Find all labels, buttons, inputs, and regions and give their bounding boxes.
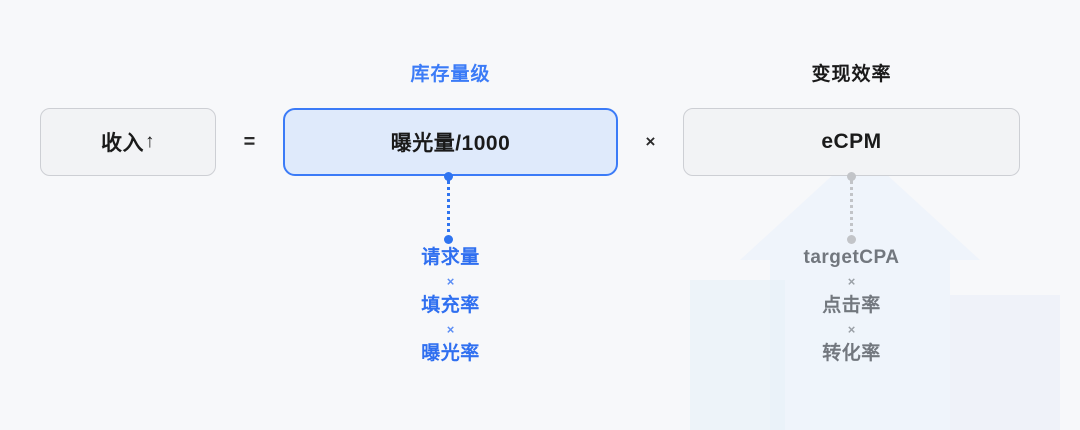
breakdown-item-target-cpa: targetCPA bbox=[803, 247, 900, 268]
breakdown-operator: × bbox=[847, 274, 856, 289]
connector-dotted-line bbox=[850, 180, 853, 240]
connector-dot-top-icon bbox=[847, 172, 856, 181]
column-title-efficiency: 变现效率 bbox=[811, 64, 892, 85]
breakdown-operator: × bbox=[847, 322, 856, 337]
breakdown-inventory: 请求量 × 填充率 × 曝光率 bbox=[283, 248, 618, 364]
breakdown-item-click-rate: 点击率 bbox=[822, 295, 881, 316]
formula-row: 收入 ↑ = 曝光量/1000 × eCPM bbox=[0, 108, 1080, 176]
revenue-text: 收入 bbox=[101, 132, 144, 155]
impressions-box[interactable]: 曝光量/1000 bbox=[283, 108, 618, 176]
breakdown-operator: × bbox=[446, 322, 455, 337]
column-title-inventory: 库存量级 bbox=[410, 64, 491, 85]
connector-dot-bottom-icon bbox=[444, 235, 453, 244]
connector-dotted-line bbox=[447, 180, 450, 240]
equals-operator: = bbox=[243, 130, 256, 153]
connector-efficiency bbox=[847, 172, 856, 244]
connector-dot-top-icon bbox=[444, 172, 453, 181]
ecpm-box[interactable]: eCPM bbox=[683, 108, 1020, 176]
connector-inventory bbox=[444, 172, 453, 244]
connector-dot-bottom-icon bbox=[847, 235, 856, 244]
multiply-operator: × bbox=[645, 132, 656, 151]
impressions-label: 曝光量/1000 bbox=[390, 132, 511, 155]
ecpm-label: eCPM bbox=[821, 130, 882, 153]
breakdown-operator: × bbox=[446, 274, 455, 289]
breakdown-item-fill-rate: 填充率 bbox=[421, 295, 480, 316]
breakdown-efficiency: targetCPA × 点击率 × 转化率 bbox=[683, 248, 1020, 364]
breakdown-item-conversion-rate: 转化率 bbox=[822, 343, 881, 364]
revenue-box[interactable]: 收入 ↑ bbox=[40, 108, 216, 176]
breakdown-item-impression-rate: 曝光率 bbox=[421, 343, 480, 364]
arrow-up-icon: ↑ bbox=[145, 130, 155, 152]
breakdown-item-request-volume: 请求量 bbox=[421, 247, 480, 268]
revenue-label-group: 收入 ↑ bbox=[101, 127, 155, 157]
